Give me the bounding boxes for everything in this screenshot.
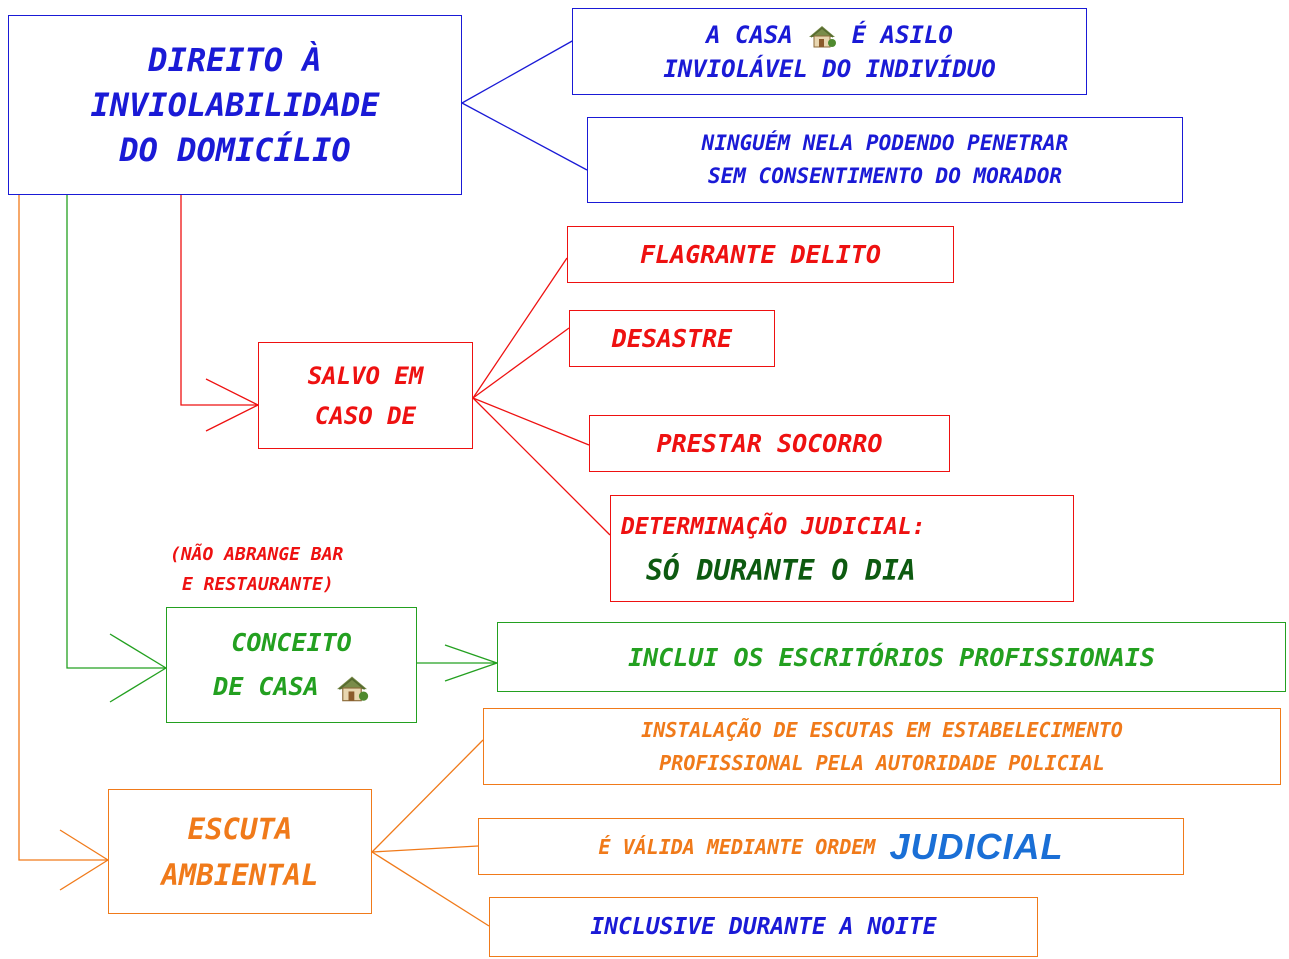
node-escuta-line: AMBIENTAL [161, 857, 319, 892]
red-connector [472, 257, 568, 399]
orange-connector [371, 739, 484, 853]
red-connector [472, 397, 590, 446]
node-valida-ordem-judicial: É VÁLIDA MEDIANTE ORDEM JUDICIAL [478, 818, 1184, 875]
node-inclui-escritorios: INCLUI OS ESCRITÓRIOS PROFISSIONAIS [497, 622, 1286, 692]
node-valida-text: É VÁLIDA MEDIANTE ORDEM [598, 834, 876, 859]
node-casa-asilo-line2: INVIOLÁVEL DO INDIVÍDUO [663, 54, 996, 83]
node-salvo-line: SALVO EM [307, 361, 424, 390]
node-ninguem-line: SEM CONSENTIMENTO DO MORADOR [707, 164, 1062, 188]
node-casa-asilo-pre: A CASA [706, 20, 793, 49]
main-title-line: DIREITO À [148, 40, 322, 79]
node-instalacao-line: INSTALAÇÃO DE ESCUTAS EM ESTABELECIMENTO [641, 717, 1123, 742]
node-valida-emphasis: JUDICIAL [889, 825, 1064, 867]
node-determinacao-line2: SÓ DURANTE O DIA [646, 553, 916, 587]
note-line: (NÃO ABRANGE BAR [170, 544, 344, 565]
node-determinacao-judicial: DETERMINAÇÃO JUDICIAL: SÓ DURANTE O DIA [610, 495, 1074, 602]
node-salvo-line: CASO DE [314, 401, 417, 430]
node-escuta-line: ESCUTA [187, 811, 293, 846]
node-instalacao-line: PROFISSIONAL PELA AUTORIDADE POLICIAL [659, 750, 1105, 775]
orange-arrowhead [59, 829, 109, 861]
node-prestar-socorro: PRESTAR SOCORRO [589, 415, 950, 472]
red-connector [472, 397, 611, 536]
blue-connector [461, 102, 588, 171]
red-arrowhead [205, 404, 259, 432]
node-conceito-de-casa: CONCEITO DE CASA [166, 607, 417, 723]
note-line: E RESTAURANTE) [182, 574, 334, 595]
green-connector [66, 195, 166, 669]
node-instalacao-escutas: INSTALAÇÃO DE ESCUTAS EM ESTABELECIMENTO… [483, 708, 1281, 785]
house-icon [809, 25, 837, 47]
green-arrowhead [109, 667, 167, 703]
main-title-line: DO DOMICÍLIO [119, 130, 351, 169]
red-arrowhead [205, 378, 259, 406]
node-desastre: DESASTRE [569, 310, 775, 367]
orange-connector [371, 845, 479, 853]
orange-arrowhead [59, 859, 109, 891]
green-arrowhead [444, 644, 498, 664]
green-arrowhead [109, 633, 167, 669]
house-icon [336, 676, 368, 702]
red-connector [472, 327, 570, 399]
node-ninguem-line: NINGUÉM NELA PODENDO PENETRAR [701, 131, 1069, 155]
main-title-line: INVIOLABILIDADE [90, 85, 380, 124]
node-salvo-em-caso-de: SALVO EM CASO DE [258, 342, 473, 449]
node-casa-asilo: A CASA É ASILO INVIOLÁVEL DO INDIVÍDUO [572, 8, 1087, 95]
node-conceito-line1: CONCEITO [231, 628, 352, 657]
node-escuta-ambiental: ESCUTA AMBIENTAL [108, 789, 372, 914]
orange-connector [371, 851, 490, 927]
node-ninguem-penetrar: NINGUÉM NELA PODENDO PENETRAR SEM CONSEN… [587, 117, 1183, 203]
node-flagrante-delito: FLAGRANTE DELITO [567, 226, 954, 283]
orange-connector [18, 195, 108, 861]
red-connector [180, 195, 258, 406]
green-arrowhead [444, 662, 498, 682]
node-determinacao-line1: DETERMINAÇÃO JUDICIAL: [621, 513, 926, 540]
node-inclusive-noite: INCLUSIVE DURANTE A NOITE [489, 897, 1038, 957]
note-nao-abrange: (NÃO ABRANGE BAR E RESTAURANTE) [170, 540, 450, 600]
main-title-box: DIREITO À INVIOLABILIDADE DO DOMICÍLIO [8, 15, 462, 195]
node-conceito-line2: DE CASA [213, 672, 319, 701]
blue-connector [461, 39, 575, 104]
node-casa-asilo-post: É ASILO [851, 20, 953, 49]
